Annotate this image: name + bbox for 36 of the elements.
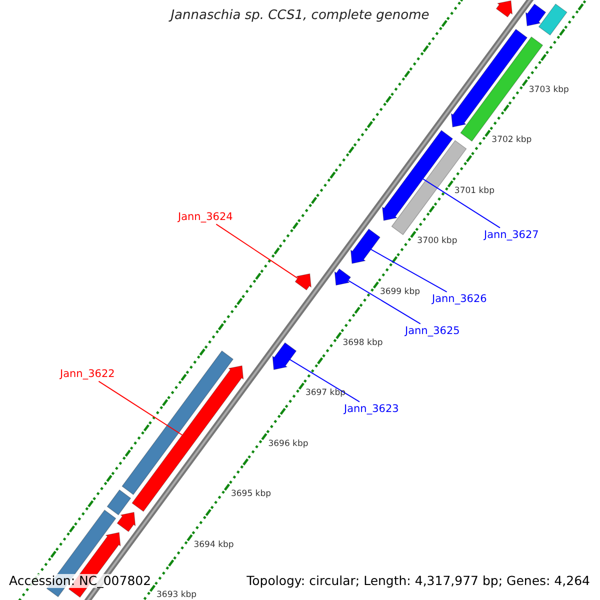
tick-label: 3699 kbp bbox=[380, 288, 420, 298]
gene-label: Jann_3622 bbox=[60, 368, 115, 380]
gene-feature bbox=[116, 512, 136, 532]
gene-feature bbox=[294, 273, 312, 290]
leader-line bbox=[348, 280, 421, 324]
gene-feature bbox=[450, 28, 528, 128]
leader-line bbox=[289, 358, 360, 402]
gene-label: Jann_3625 bbox=[405, 325, 460, 338]
gene-label: Jann_3623 bbox=[344, 403, 399, 416]
gene-feature bbox=[350, 228, 380, 264]
gene-feature bbox=[538, 4, 568, 36]
tick-label: 3694 kbp bbox=[194, 540, 234, 551]
tick-label: 3698 kbp bbox=[342, 338, 383, 348]
leader-line bbox=[422, 178, 500, 228]
gene-label: Jann_3627 bbox=[484, 229, 539, 242]
leader-line bbox=[216, 224, 298, 279]
leader-line bbox=[370, 248, 448, 292]
tick-label: 3701 kbp bbox=[454, 186, 494, 197]
gene-feature bbox=[334, 268, 352, 286]
tick-label: 3700 kbp bbox=[417, 237, 458, 248]
gene-feature bbox=[382, 130, 454, 221]
gene-label: Jann_3626 bbox=[432, 293, 487, 306]
map-title: Jannaschia sp. CCS1, complete genome bbox=[168, 9, 430, 24]
tick-label: 3702 kbp bbox=[492, 136, 532, 146]
gene-label: Jann_3624 bbox=[178, 211, 233, 224]
genome-summary-text: Topology: circular; Length: 4,317,977 bp; Genes: 4,264 bbox=[246, 574, 590, 588]
tick-label: 3695 kbp bbox=[230, 490, 272, 500]
gene-feature bbox=[496, 0, 513, 18]
leader-line bbox=[98, 380, 183, 436]
tick-label: 3697 kbp bbox=[305, 389, 346, 399]
tick-label: 3703 kbp bbox=[528, 86, 569, 96]
tick-label: 3696 kbp bbox=[268, 440, 308, 450]
gene-feature bbox=[525, 4, 546, 26]
accession-text: Accession: NC_007802 bbox=[9, 574, 152, 588]
tick-label: 3693 kbp bbox=[156, 591, 197, 600]
gene-feature bbox=[272, 342, 297, 370]
